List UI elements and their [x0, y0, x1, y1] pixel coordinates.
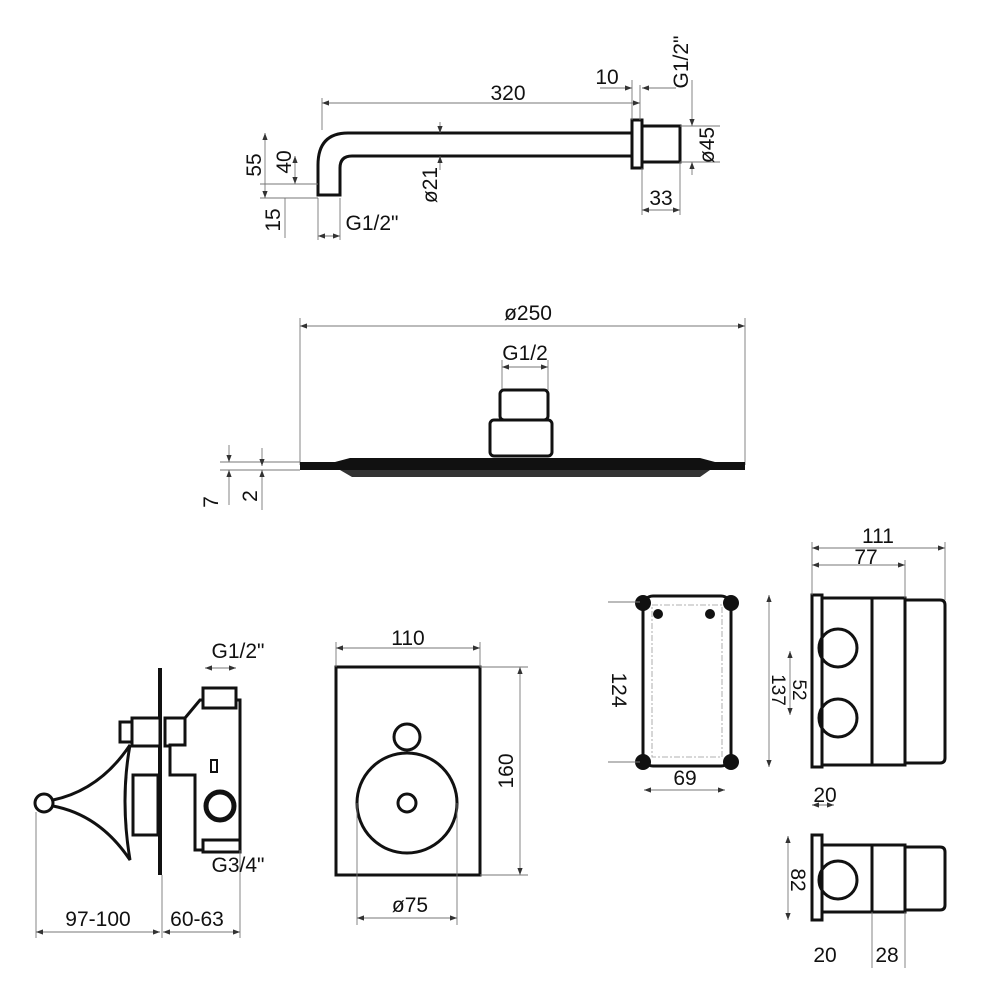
- box-front-drawing: 124 69: [607, 594, 739, 793]
- dial-diameter-label: ø75: [392, 894, 428, 917]
- box-total-depth-label: 111: [862, 525, 894, 548]
- mixer-thread-top-label: G1/2": [212, 640, 265, 663]
- stub-length-label: 33: [649, 187, 672, 210]
- box-small-drawing: 82 20 28: [785, 833, 947, 968]
- arm-length-label: 320: [490, 82, 525, 105]
- plate-width-label: 110: [391, 627, 424, 650]
- pipe-diameter-label: ø21: [419, 167, 442, 203]
- box-side-height-label: 137: [767, 674, 788, 706]
- arm-inner-height-label: 40: [273, 150, 296, 173]
- flange-thickness-label: 10: [595, 66, 618, 89]
- small-box-height-label: 82: [786, 868, 809, 891]
- port-spacing-label: 52: [788, 679, 809, 700]
- cover-plate-drawing: 110 160 ø75: [334, 627, 528, 925]
- small-box-flange-label: 20: [813, 944, 836, 967]
- head-thread-label: G1/2: [502, 342, 548, 365]
- box-flange-label: 20: [813, 784, 836, 807]
- head-diameter-label: ø250: [504, 302, 552, 325]
- body-depth-label: 60-63: [170, 908, 224, 931]
- shower-head-drawing: ø250 G1/2 7 2: [200, 302, 746, 510]
- box-height-label: 124: [607, 672, 630, 707]
- head-edge-label: 2: [239, 490, 262, 502]
- arm-thread-top-label: G1/2": [670, 36, 693, 89]
- plate-height-label: 160: [495, 753, 518, 788]
- arm-thread-bottom-label: G1/2": [346, 212, 399, 235]
- box-body-depth-label: 77: [854, 546, 877, 569]
- box-width-label: 69: [673, 767, 696, 790]
- outlet-length-label: 15: [262, 208, 285, 231]
- head-thickness-label: 7: [200, 496, 223, 508]
- small-box-depth-label: 28: [875, 944, 898, 967]
- arm-height-label: 55: [243, 153, 266, 176]
- box-side-drawing: 111 77 137 52 20: [766, 525, 947, 808]
- mixer-side-drawing: G1/2" G3/4" 97-100 60-63: [33, 640, 265, 938]
- flange-diameter-label: ø45: [696, 127, 719, 163]
- mixer-thread-bottom-label: G3/4": [212, 854, 265, 877]
- handle-depth-label: 97-100: [65, 908, 130, 931]
- shower-arm-drawing: 320 10 G1/2" ø45 33 ø21 55 40 15 G1/2": [243, 36, 720, 240]
